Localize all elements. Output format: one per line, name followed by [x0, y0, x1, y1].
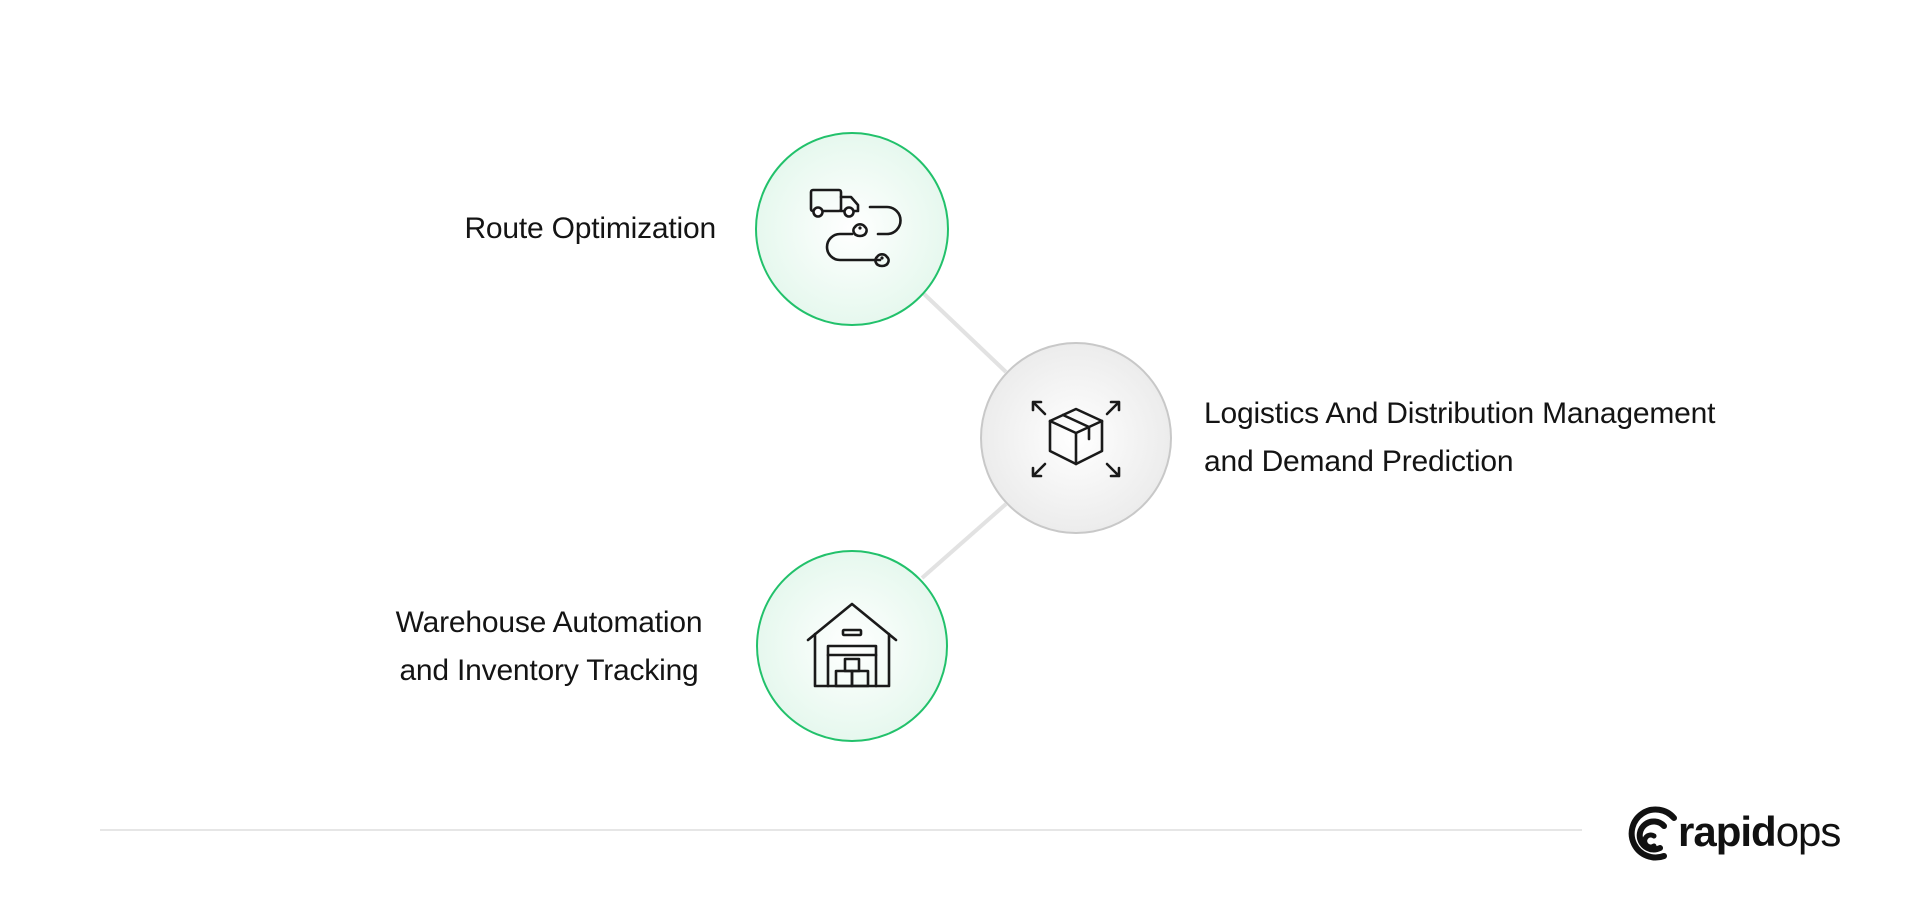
warehouse-band [260, 550, 852, 742]
logistics-line-2: and Demand Prediction [1204, 445, 1514, 478]
warehouse-line-2: and Inventory Tracking [399, 654, 699, 687]
route-optimization-band [260, 132, 852, 326]
warehouse-label: Warehouse Automation and Inventory Track… [330, 599, 768, 695]
brand-wordmark: rapidops [1678, 808, 1842, 856]
logistics-line-1: Logistics And Distribution Management [1204, 397, 1716, 430]
rapidops-logo-icon [1628, 806, 1677, 861]
truck-route-icon [809, 188, 902, 268]
box-expand-icon [1031, 400, 1121, 478]
connector-warehouse-to-center [920, 502, 1008, 580]
route-optimization-label: Route Optimization [340, 205, 716, 253]
brand-name-light: ops [1775, 808, 1842, 855]
route-optimization-circle [755, 132, 949, 326]
brand-name-bold: rapid [1678, 808, 1777, 855]
warehouse-line-1: Warehouse Automation [395, 606, 703, 639]
logistics-label: Logistics And Distribution Management an… [1204, 390, 1804, 486]
logistics-band [1076, 342, 1660, 534]
connector-route-to-center [920, 290, 1008, 374]
warehouse-icon [806, 602, 898, 688]
brand-logo: rapidops [1620, 802, 1842, 862]
route-optimization-line-1: Route Optimization [464, 212, 716, 245]
connector-lines [920, 290, 1008, 580]
